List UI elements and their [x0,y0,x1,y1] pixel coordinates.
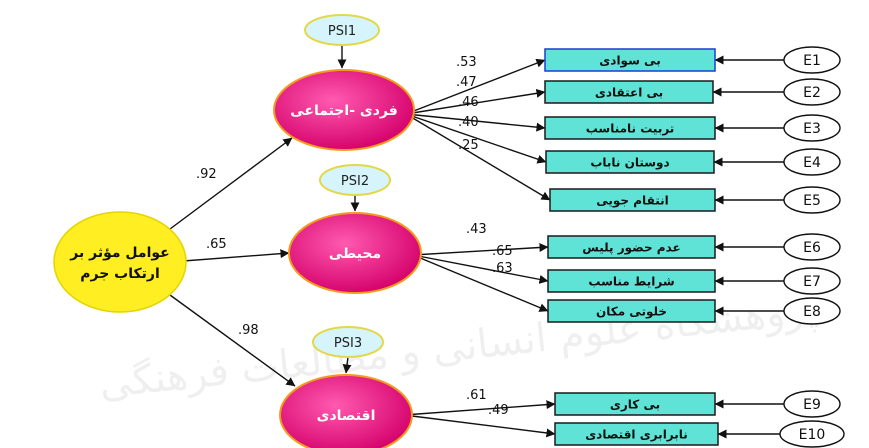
error-label-7: E7 [803,274,821,290]
structural-coef-1: .92 [196,167,217,182]
indicator-box-1 [544,48,716,72]
psi-ellipse-1 [304,14,380,46]
error-ellipse-10 [779,420,845,448]
indicator-label-6: عدم حضور پلیس [582,241,680,256]
error-label-6: E6 [803,240,821,256]
structural-coef-2: .65 [206,237,227,252]
error-label-1: E1 [803,53,821,69]
error-label-9: E9 [803,397,821,413]
latent-label-1: فردی -اجتماعی [290,103,398,119]
latent-ellipse-1 [273,69,415,151]
structural-path-1 [169,137,293,230]
indicator-box-9 [554,392,716,416]
error-ellipse-8 [783,297,841,325]
loading-path-2 [405,88,546,115]
indicator-label-7: شرایط مناسب [588,275,674,289]
indicator-label-10: نابرابری اقتصادی [585,428,688,442]
loading-coef-3: .46 [458,95,479,110]
psi-ellipse-3 [312,326,384,358]
structural-path-2 [169,249,290,263]
exogenous-label-line2: ارتکاب جرم [80,266,160,282]
indicator-box-2 [544,80,714,104]
loading-coef-5: .25 [458,138,479,153]
loading-path-6 [412,243,549,256]
error-ellipse-4 [783,148,841,176]
error-ellipse-3 [783,114,841,142]
loading-coef-9: .61 [466,388,487,403]
indicator-label-4: دوستان ناباب [590,156,669,171]
structural-path-3 [169,294,296,387]
indicator-box-7 [547,269,716,293]
loading-path-3 [405,113,546,132]
indicator-label-2: بی اعتقادی [595,86,663,100]
error-ellipse-1 [783,46,841,74]
loading-path-9 [403,400,556,416]
loading-coef-8: .63 [492,261,513,276]
latent-label-2: محیطی [329,246,381,262]
indicator-box-4 [545,150,715,174]
loading-coef-1: .53 [456,55,477,70]
loading-path-10 [403,414,556,438]
exogenous-label-line1: عوامل مؤثر بر [69,245,169,261]
error-ellipse-6 [783,233,841,261]
indicator-box-5 [549,188,716,212]
error-ellipse-5 [783,186,841,214]
error-ellipse-2 [783,78,841,106]
loading-path-8 [412,254,549,312]
latent-ellipse-2 [288,212,422,294]
indicator-box-3 [544,116,716,140]
diagram-edges: .92 .65 .98 .53 .47 .46 .40 .25 .43 .65 .63 .61.49 [169,45,784,439]
loading-coef-4: .40 [458,115,479,130]
structural-coef-3: .98 [238,323,259,338]
indicator-box-6 [547,235,716,259]
latent-label-3: اقتصادی [317,408,376,424]
indicator-label-9: بی کاری [610,398,660,412]
loading-path-5 [405,113,551,201]
indicator-label-8: خلوتی مکان [596,305,667,320]
indicator-label-1: بی سوادی [599,54,660,69]
latent-ellipse-3 [279,374,413,448]
error-label-5: E5 [803,193,821,209]
indicator-label-3: تربیت نامناسب [586,122,675,136]
loading-coef-7: .65 [492,244,513,259]
psi-label-1: PSI1 [328,24,356,39]
indicator-box-8 [547,299,716,323]
loading-coef-10: .49 [488,403,509,418]
psi-label-3: PSI3 [334,336,362,351]
loading-path-1 [405,58,546,115]
loading-coef-6: .43 [466,222,487,237]
error-label-10: E10 [799,427,826,443]
diagram-nodes: عوامل مؤثر بر ارتکاب جرم فردی -اجتماعی PSI1… [53,14,845,448]
loading-path-7 [412,254,549,284]
psi-path-3 [342,356,352,374]
error-ellipse-9 [783,390,841,418]
error-label-2: E2 [803,85,821,101]
psi-label-2: PSI2 [341,174,369,189]
error-label-3: E3 [803,121,821,137]
loading-path-4 [405,113,547,164]
error-ellipse-7 [783,267,841,295]
error-label-4: E4 [803,155,821,171]
error-label-8: E8 [803,304,821,320]
exogenous-ellipse [53,211,187,313]
indicator-label-5: انتقام جویی [596,194,668,209]
loading-coef-2: .47 [456,75,477,90]
indicator-box-10 [554,422,719,446]
psi-ellipse-2 [319,164,391,196]
